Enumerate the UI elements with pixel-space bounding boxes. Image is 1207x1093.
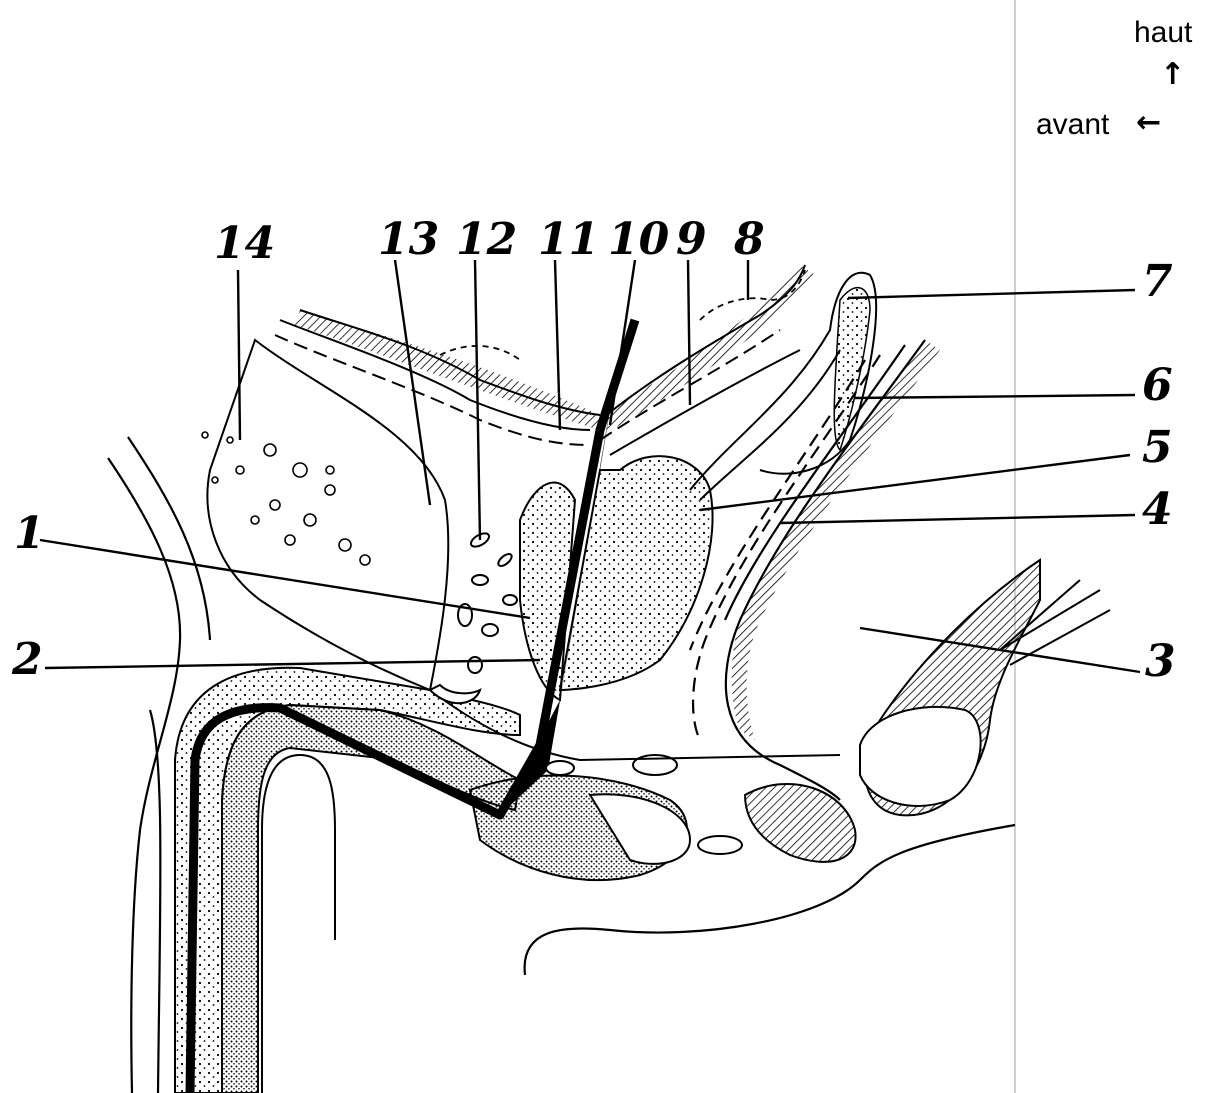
label-10: 10	[608, 218, 669, 262]
label-13: 13	[378, 218, 439, 262]
prostate	[560, 456, 713, 690]
leader-line-4	[780, 515, 1135, 523]
orientation-up-label: haut	[1134, 18, 1192, 48]
leader-line-12	[475, 260, 480, 540]
label-4: 4	[1142, 488, 1173, 532]
leader-line-7	[848, 290, 1135, 298]
penis-shaft	[175, 668, 520, 1093]
testis	[860, 560, 1110, 815]
orientation-front-label: avant	[1036, 110, 1109, 140]
label-7: 7	[1142, 260, 1173, 304]
leader-line-5	[700, 455, 1130, 510]
label-2: 2	[12, 638, 43, 682]
label-5: 5	[1142, 426, 1173, 470]
label-14: 14	[214, 222, 275, 266]
label-3: 3	[1145, 640, 1176, 684]
label-8: 8	[734, 218, 765, 262]
label-11: 11	[538, 218, 599, 262]
label-1: 1	[14, 512, 45, 556]
label-6: 6	[1142, 364, 1173, 408]
label-12: 12	[456, 218, 517, 262]
left-arrow-icon: ←	[1136, 108, 1161, 138]
up-arrow-icon: ↑	[1160, 60, 1185, 90]
leader-line-9	[688, 260, 690, 405]
label-9: 9	[676, 218, 707, 262]
